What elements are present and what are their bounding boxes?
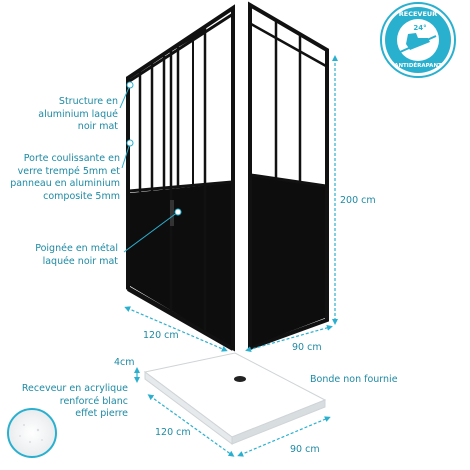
side-fixed-panel (248, 1, 329, 351)
badge-bottom-text: ANTIDÉRAPANT (394, 63, 442, 69)
front-door-panel (126, 4, 235, 352)
dimension-arrows (124, 55, 338, 353)
label-bonde: Bonde non fournie (310, 374, 398, 385)
stone-texture-swatch (7, 408, 57, 458)
dim-tray-height: 4cm (114, 357, 135, 368)
anti-slip-badge (380, 2, 456, 78)
dim-enclosure-width: 120 cm (143, 330, 179, 341)
dim-tray-depth: 90 cm (290, 444, 320, 455)
dim-enclosure-depth: 90 cm (292, 342, 322, 353)
dim-height: 200 cm (340, 195, 376, 206)
badge-angle-text: 24° (413, 24, 427, 32)
tray-dimension-arrows (134, 367, 331, 457)
label-structure: Structure en aluminium laqué noir mat (38, 96, 118, 132)
label-poignee: Poignée en métal laquée noir mat (35, 243, 118, 267)
shoe-on-slope-icon (399, 33, 437, 53)
annotation-pointers (119, 81, 286, 383)
label-receveur: Receveur en acrylique renforcé blanc eff… (21, 383, 128, 419)
dim-tray-width: 120 cm (155, 427, 191, 438)
label-porte-coulissante: Porte coulissante en verre trempé 5mm et… (10, 153, 120, 202)
badge-top-text: RECEVEUR (398, 10, 438, 18)
